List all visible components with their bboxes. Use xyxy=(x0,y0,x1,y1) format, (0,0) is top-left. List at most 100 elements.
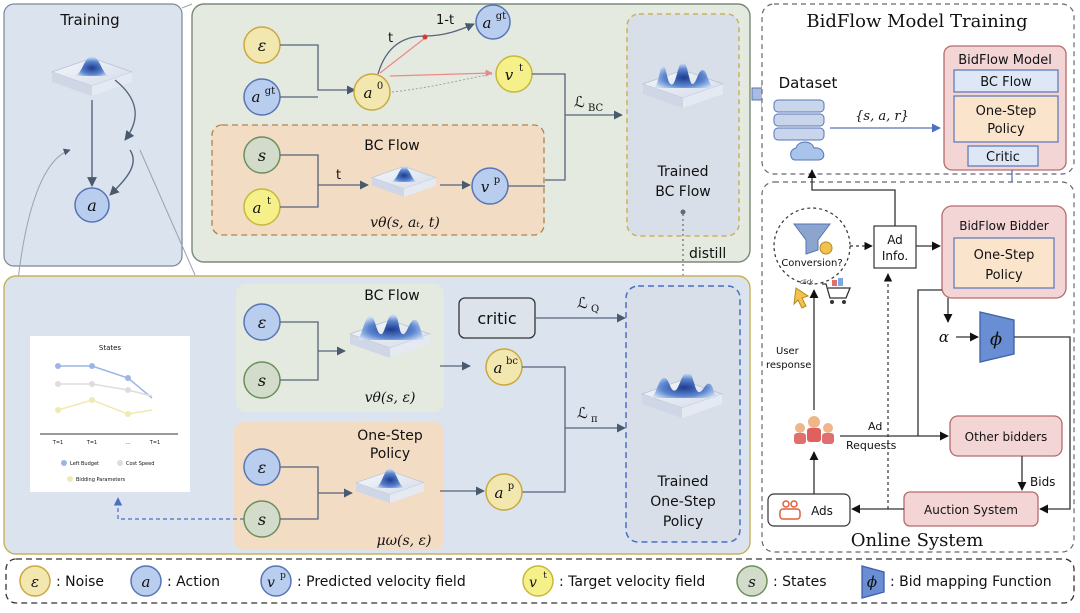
model-onestep-box xyxy=(953,95,1059,143)
noisy-action-node xyxy=(243,188,281,226)
online-system-title: Online System xyxy=(851,530,984,551)
ads-people-icon xyxy=(779,500,801,520)
ad-requests-2: Requests xyxy=(846,439,897,452)
loss-q-base: ℒ xyxy=(577,294,588,312)
noise-symbol: ε xyxy=(258,36,267,55)
legend-phi-text: : Bid mapping Function xyxy=(890,574,1052,590)
database-icon xyxy=(773,99,825,161)
policy-func-label: μω(s, ε) xyxy=(376,533,431,549)
model-bcflow-label: BC Flow xyxy=(980,75,1032,90)
model-onestep-1: One-Step xyxy=(976,104,1037,119)
agt-top-sup: gt xyxy=(496,11,506,22)
one-step-policy-plot xyxy=(355,468,425,504)
loss-bc-sub: BC xyxy=(588,103,604,114)
legend-predicted-velocity-icon xyxy=(260,565,292,597)
legend-target-velocity-icon xyxy=(522,565,554,597)
bc-training-panel: ε a gt a 0 t 1-t a gt v t ℒ BC BC Flow xyxy=(191,3,751,263)
legend-state-symbol: s xyxy=(748,573,756,591)
bidder-policy-box xyxy=(953,237,1055,289)
at-sup: t xyxy=(267,196,271,207)
legend-vp-base: v xyxy=(267,575,275,591)
bc-flow-frozen-plot xyxy=(349,313,431,359)
bidder-policy-1: One-Step xyxy=(974,248,1035,263)
legend-vp-sup: p xyxy=(280,571,286,581)
alpha-label: α xyxy=(939,328,949,346)
other-bidders-box xyxy=(949,415,1063,457)
loss-pi-sub: π xyxy=(591,414,598,425)
coin-icon xyxy=(819,241,833,255)
agt-top-base: a xyxy=(483,14,492,32)
target-velocity-node xyxy=(495,55,533,93)
ads-label: Ads xyxy=(811,504,833,518)
policy-training-panel: States T=1 T=1 ... T=1 Left Budget Cost … xyxy=(3,275,751,555)
legend-action-symbol: a xyxy=(142,573,151,591)
legend-vt-base: v xyxy=(529,575,537,591)
legend-action-text: : Action xyxy=(167,574,220,590)
bc-flow-frozen-func: vθ(s, ε) xyxy=(365,390,416,406)
model-critic-box xyxy=(967,145,1039,167)
noise-symbol-b1: ε xyxy=(258,313,267,332)
auction-system-label: Auction System xyxy=(924,503,1018,517)
distill-label: distill xyxy=(689,246,726,262)
t-arrow-label: t xyxy=(336,168,341,183)
state-symbol-b2: s xyxy=(258,510,266,529)
states-chart: States T=1 T=1 ... T=1 Left Budget Cost … xyxy=(30,336,190,492)
user-response-1: User xyxy=(776,346,800,357)
loss-pi-base: ℒ xyxy=(577,404,588,422)
bidder-policy-2: Policy xyxy=(985,268,1023,283)
loss-q-sub: Q xyxy=(591,304,599,315)
states-tick-2: T=1 xyxy=(86,440,97,446)
training-title: Training xyxy=(59,11,119,29)
cart-icon xyxy=(822,278,851,304)
training-density-plot xyxy=(51,56,133,97)
vp-base: v xyxy=(481,178,490,196)
click-label: click xyxy=(800,279,814,286)
bc-flow-net-plot xyxy=(371,165,437,198)
model-training-title: BidFlow Model Training xyxy=(806,11,1027,32)
bidder-title: BidFlow Bidder xyxy=(959,219,1049,233)
vt-sup: t xyxy=(519,63,523,74)
ad-info-2: Info. xyxy=(882,249,908,263)
trained-bc-flow-box xyxy=(626,13,740,237)
model-onestep-2: Policy xyxy=(987,122,1025,137)
policy-title-1: One-Step xyxy=(357,428,423,444)
legend-bid-mapping-icon xyxy=(861,565,885,599)
initial-action-node xyxy=(353,73,391,111)
t-label: t xyxy=(388,31,393,46)
abc-base: a xyxy=(494,359,503,377)
other-bidders-label: Other bidders xyxy=(965,430,1048,444)
states-tick-4: T=1 xyxy=(149,440,160,446)
training-panel: Training a xyxy=(3,3,196,281)
trained-bc-line1: Trained xyxy=(656,164,708,180)
states-tick-1: T=1 xyxy=(52,440,63,446)
states-legend-3: Bidding Parameters xyxy=(76,477,126,483)
phi-label: ϕ xyxy=(990,329,1002,350)
loss-bc-base: ℒ xyxy=(574,93,585,111)
legend-phi-symbol: ϕ xyxy=(867,573,877,591)
legend-state-text: : States xyxy=(773,574,827,590)
bids-label: Bids xyxy=(1030,475,1055,489)
agt-base: a xyxy=(252,88,261,106)
states-legend-2: Cost Speed xyxy=(126,461,154,467)
bc-flow-func-label: vθ(s, aₜ, t) xyxy=(370,215,440,231)
bc-flow-frozen-title: BC Flow xyxy=(364,288,420,304)
policy-title-2: Policy xyxy=(370,446,410,462)
a0-sup: 0 xyxy=(377,81,383,92)
target-action-node xyxy=(475,4,511,40)
ad-info-box xyxy=(873,225,917,269)
states-tick-3: ... xyxy=(126,440,131,446)
states-legend-1: Left Budget xyxy=(70,461,99,467)
agt-sup: gt xyxy=(265,86,275,97)
ap-base: a xyxy=(495,484,504,502)
one-minus-t-label: 1-t xyxy=(436,13,454,28)
legend-state-icon xyxy=(736,565,768,597)
funnel-icon xyxy=(793,223,831,255)
model-bcflow-box xyxy=(953,69,1059,93)
states-chart-title: States xyxy=(99,344,122,352)
noise-symbol-b2: ε xyxy=(258,458,267,477)
bc-flow-title: BC Flow xyxy=(364,138,420,154)
predicted-velocity-node xyxy=(471,167,509,205)
bid-mapping-node xyxy=(979,311,1015,363)
